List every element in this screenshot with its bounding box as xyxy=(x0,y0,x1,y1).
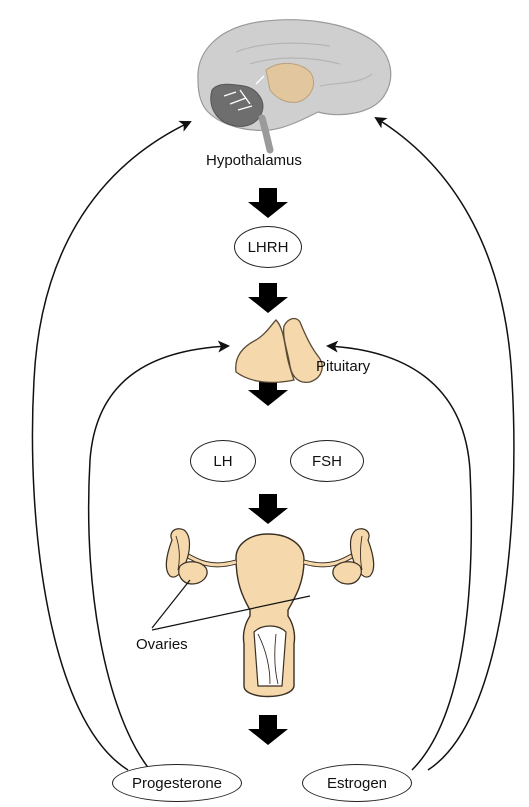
down-arrow-1 xyxy=(248,188,288,218)
ovaries-label: Ovaries xyxy=(136,636,188,653)
fsh-oval: FSH xyxy=(290,440,364,482)
lh-oval: LH xyxy=(190,440,256,482)
hypothalamus-label: Hypothalamus xyxy=(206,152,302,169)
progesterone-oval: Progesterone xyxy=(112,764,242,802)
left-ovary xyxy=(179,562,207,584)
lhrh-oval: LHRH xyxy=(234,226,302,268)
estrogen-to-brain-arrow xyxy=(376,118,514,770)
pituitary-label: Pituitary xyxy=(316,358,370,375)
estrogen-oval: Estrogen xyxy=(302,764,412,802)
brain-illustration xyxy=(198,20,391,150)
down-arrow-4 xyxy=(248,494,288,524)
down-arrow-5 xyxy=(248,715,288,745)
progesterone-to-brain-arrow xyxy=(32,122,190,770)
uterus-illustration xyxy=(166,529,373,697)
right-ovary xyxy=(333,562,361,584)
pituitary-illustration xyxy=(236,319,322,383)
down-arrow-2 xyxy=(248,283,288,313)
progesterone-to-pituitary-arrow xyxy=(89,346,228,770)
